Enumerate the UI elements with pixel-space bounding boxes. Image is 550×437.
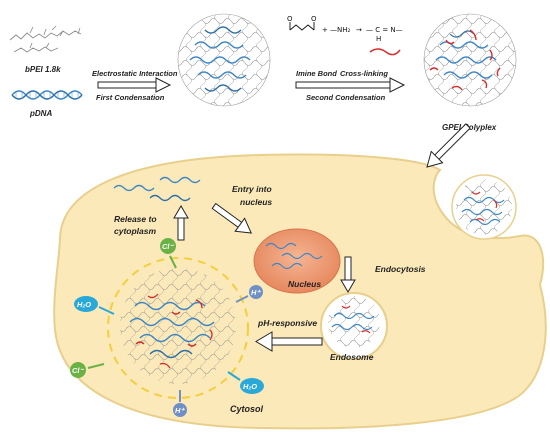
h2o-ion-left: H₂O xyxy=(74,296,98,312)
entry-into-label: Entry into xyxy=(232,184,272,194)
hplus-ion-right-label: H⁺ xyxy=(251,288,261,297)
second-condensation-arrow xyxy=(295,77,406,93)
nucleus-label: Nucleus xyxy=(288,279,321,289)
cl-ion-top-label: Cl⁻ xyxy=(162,242,175,251)
ph-responsive-arrow xyxy=(255,331,323,352)
cl-ion-left-label: Cl⁻ xyxy=(72,366,85,375)
second-condensation-label: Second Condensation xyxy=(306,93,386,102)
pdna-helix-icon xyxy=(11,90,83,100)
reaction-arrow: → xyxy=(356,26,362,34)
entry-nucleus-arrow xyxy=(211,202,253,234)
gpei-polyplex-icon xyxy=(423,13,517,107)
released-dna-icon xyxy=(113,176,201,202)
endocytosis-label: Endocytosis xyxy=(375,264,426,274)
glutaraldehyde-structure xyxy=(289,22,315,31)
release-to-label: Release to xyxy=(114,214,157,224)
hplus-right-flow-arrow xyxy=(235,295,249,303)
endosome-icon xyxy=(320,292,388,360)
first-condensation-arrow xyxy=(97,77,172,93)
bpei-label: bPEI 1.8k xyxy=(25,65,61,74)
membrane-polyplex-icon xyxy=(451,174,517,240)
amine-group: —NH₂ xyxy=(330,26,351,34)
imine-bond-label: Imine Bond xyxy=(296,69,337,78)
h2o-ion-right: H₂O xyxy=(240,378,264,394)
ph-responsive-label: pH-responsive xyxy=(257,318,317,328)
cross-linking-label: Cross-linking xyxy=(340,69,388,78)
h2o-ion-left-label: H₂O xyxy=(77,300,91,309)
cl-top-flow-arrow xyxy=(169,255,177,269)
imine-group: — C = N— xyxy=(366,26,403,34)
h2o-left-flow-arrow xyxy=(98,306,115,315)
uptake-arrow xyxy=(426,123,471,168)
cl-ion-left: Cl⁻ xyxy=(70,362,86,378)
nucleus-icon xyxy=(253,228,341,294)
release-arrow xyxy=(173,205,189,241)
bpei-polymer-icon xyxy=(9,25,82,53)
oxygen-left: O xyxy=(287,15,293,23)
endosome-label: Endosome xyxy=(330,352,374,362)
oxygen-right: O xyxy=(311,15,317,23)
imine-hydrogen: H xyxy=(376,35,381,43)
pdna-label: pDNA xyxy=(29,109,52,118)
disrupted-endosome xyxy=(107,257,249,399)
first-condensation-label: First Condensation xyxy=(96,93,165,102)
electrostatic-label: Electrostatic Interaction xyxy=(92,69,178,78)
first-polyplex-icon xyxy=(177,13,271,107)
plus-sign: + xyxy=(322,26,328,34)
crosslink-sample xyxy=(369,48,401,56)
endocytosis-arrow xyxy=(340,256,356,293)
hplus-ion-right: H⁺ xyxy=(249,285,263,299)
h2o-right-flow-arrow xyxy=(227,371,241,381)
entry-nucleus-label: nucleus xyxy=(240,197,272,207)
cytosol-label: Cytosol xyxy=(230,404,264,414)
cl-ion-top: Cl⁻ xyxy=(160,238,176,254)
h2o-ion-right-label: H₂O xyxy=(243,382,257,391)
swelling-polyplex-icon xyxy=(120,268,236,384)
cytoplasm-label: cytoplasm xyxy=(114,226,156,236)
hplus-ion-bottom-label: H⁺ xyxy=(175,406,185,415)
cl-left-flow-arrow xyxy=(87,363,105,369)
hplus-ion-bottom: H⁺ xyxy=(173,403,187,417)
